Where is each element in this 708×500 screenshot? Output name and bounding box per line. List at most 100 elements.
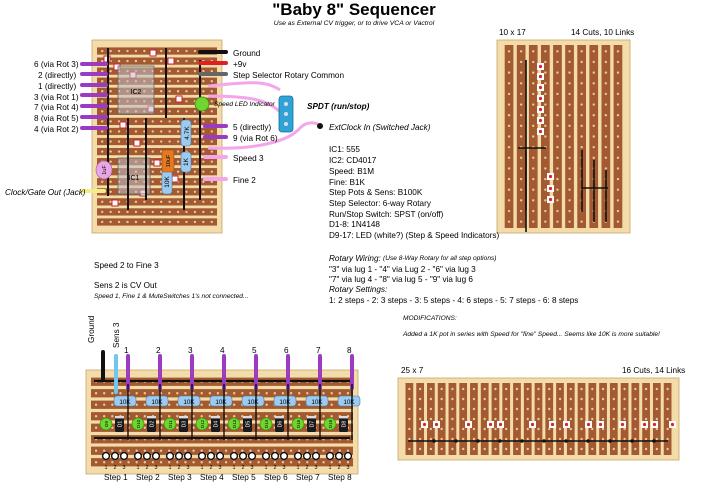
- hole: [346, 449, 350, 452]
- hole: [558, 427, 562, 431]
- hole: [200, 392, 203, 395]
- hole: [526, 417, 529, 421]
- step-label: Step 6: [264, 473, 288, 482]
- hole: [580, 407, 583, 411]
- hole: [532, 114, 535, 117]
- speed-mute-note: Speed 1, Fine 1 & MuteSwitches 1's not c…: [94, 293, 249, 300]
- hole: [515, 427, 519, 431]
- hole: [532, 135, 535, 138]
- hole: [644, 447, 648, 451]
- wire-label-7: 7 (via Rot 4): [34, 103, 79, 112]
- hole: [548, 427, 551, 431]
- bom-item: Run/Stop Switch: SPST (on/off): [329, 210, 444, 219]
- copper-strip: [97, 198, 217, 206]
- strip-cut: [538, 129, 543, 134]
- lug-number: 2: [338, 465, 341, 471]
- speed3-label: Speed 3: [233, 154, 264, 163]
- diode-label: D5: [246, 421, 252, 428]
- hole: [143, 120, 146, 123]
- hole: [151, 120, 154, 123]
- hole: [160, 59, 163, 63]
- hole: [616, 145, 620, 149]
- hole: [289, 461, 293, 464]
- pot-lug: [119, 451, 129, 461]
- hole: [616, 199, 620, 202]
- rotary-line: "3" via lug 1 - "4" via Lug 2 - "6" via …: [329, 265, 476, 274]
- strip-cut: [538, 85, 543, 90]
- step-led: [259, 417, 273, 431]
- hole: [604, 145, 608, 149]
- hole: [440, 437, 443, 441]
- hole: [151, 200, 154, 204]
- copper-strip: [91, 435, 353, 444]
- hole: [176, 220, 180, 224]
- hole: [176, 392, 179, 395]
- rotary-title: Rotary Wiring:: [329, 254, 381, 263]
- pot-lug: [133, 451, 143, 461]
- hole: [151, 180, 154, 183]
- hole: [544, 220, 547, 223]
- hole: [306, 461, 309, 464]
- hole: [109, 90, 112, 93]
- hole: [117, 150, 121, 153]
- hole: [408, 437, 411, 441]
- hole: [568, 199, 571, 202]
- hole: [616, 135, 620, 138]
- top-number: 6: [284, 346, 289, 355]
- hole: [634, 397, 637, 401]
- hole: [569, 387, 572, 391]
- hole: [644, 407, 648, 411]
- hole: [322, 392, 325, 395]
- hole: [601, 427, 605, 431]
- hole: [135, 449, 138, 452]
- copper-strip: [97, 218, 217, 226]
- capacitor-label: 1uF: [102, 165, 108, 175]
- hole: [612, 427, 616, 431]
- hole: [519, 135, 523, 138]
- hole: [461, 397, 465, 401]
- hole: [126, 49, 129, 53]
- hole: [519, 92, 523, 96]
- hole: [134, 220, 138, 224]
- hole: [185, 90, 188, 93]
- hole: [111, 426, 114, 429]
- pot-lug: [165, 451, 175, 461]
- hole: [544, 71, 547, 74]
- hole: [111, 449, 114, 452]
- hole: [580, 124, 583, 128]
- hole: [210, 150, 213, 153]
- hole: [134, 49, 138, 53]
- hole: [532, 82, 535, 85]
- link-node: [542, 439, 546, 443]
- hole: [176, 190, 180, 194]
- led-label: D16: [328, 419, 333, 428]
- hole: [601, 447, 605, 451]
- diode-band: [115, 416, 124, 419]
- hole: [168, 90, 171, 93]
- hole: [117, 49, 121, 53]
- hole: [297, 461, 301, 464]
- hole: [202, 90, 205, 93]
- hole: [556, 92, 559, 96]
- hole: [159, 461, 163, 464]
- hole: [168, 120, 171, 123]
- hole: [461, 437, 465, 441]
- hole: [507, 82, 511, 85]
- resistor-10k: [145, 395, 169, 407]
- hole: [580, 427, 583, 431]
- link-node: [630, 439, 634, 443]
- hole: [507, 220, 511, 223]
- hole: [591, 437, 594, 441]
- hole: [127, 449, 130, 452]
- hole: [257, 415, 260, 418]
- hole: [109, 160, 112, 163]
- hole: [111, 461, 114, 464]
- hole: [515, 387, 519, 391]
- hole: [568, 50, 571, 53]
- hole: [483, 387, 486, 391]
- hole: [241, 426, 244, 429]
- hole: [494, 397, 497, 401]
- pot-lug: [270, 451, 280, 461]
- hole: [623, 437, 626, 441]
